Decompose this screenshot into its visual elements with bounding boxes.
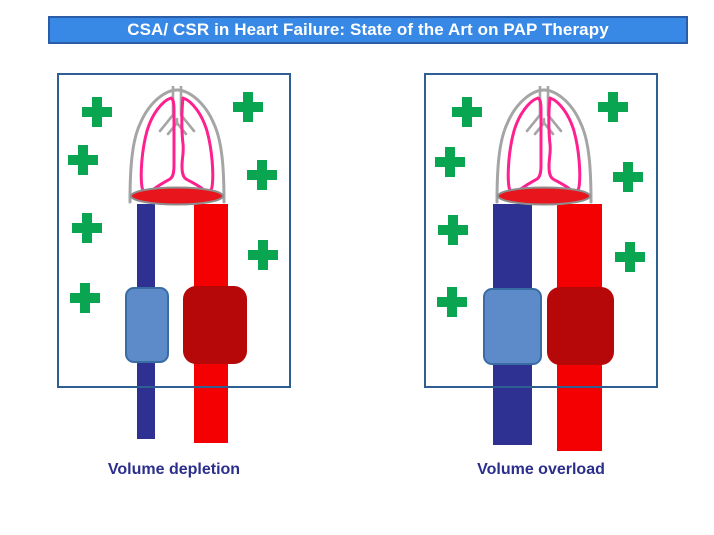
lungs-icon xyxy=(128,86,226,206)
pleura-dome-outline xyxy=(128,88,226,204)
artery-segment-box xyxy=(183,286,247,364)
vein-segment-box xyxy=(125,287,169,363)
green-cross-icon xyxy=(70,283,100,313)
diaphragm-base xyxy=(497,186,591,206)
green-cross-icon xyxy=(248,240,278,270)
green-cross-icon xyxy=(233,92,263,122)
slide-title: CSA/ CSR in Heart Failure: State of the … xyxy=(127,20,609,39)
panel-label: Volume depletion xyxy=(107,461,241,478)
panel-border xyxy=(57,73,291,388)
title-bar: CSA/ CSR in Heart Failure: State of the … xyxy=(48,16,688,44)
artery-segment-box xyxy=(547,287,614,365)
green-cross-icon xyxy=(68,145,98,175)
green-cross-icon xyxy=(613,162,643,192)
right-lung-outline xyxy=(180,96,215,194)
green-cross-icon xyxy=(452,97,482,127)
green-cross-icon xyxy=(437,287,467,317)
panel-volume-overload: Volume overload xyxy=(424,73,659,488)
green-cross-icon xyxy=(598,92,628,122)
panel-volume-depletion: Volume depletion xyxy=(57,73,292,488)
panel-border xyxy=(424,73,658,388)
green-cross-icon xyxy=(247,160,277,190)
right-lung-outline xyxy=(547,96,582,194)
green-cross-icon xyxy=(615,242,645,272)
lungs-icon xyxy=(495,86,593,206)
diaphragm-base xyxy=(130,186,224,206)
green-cross-icon xyxy=(435,147,465,177)
green-cross-icon xyxy=(72,213,102,243)
green-cross-icon xyxy=(82,97,112,127)
panel-label: Volume overload xyxy=(477,461,605,478)
pleura-dome-outline xyxy=(495,88,593,204)
vein-segment-box xyxy=(483,288,542,365)
green-cross-icon xyxy=(438,215,468,245)
